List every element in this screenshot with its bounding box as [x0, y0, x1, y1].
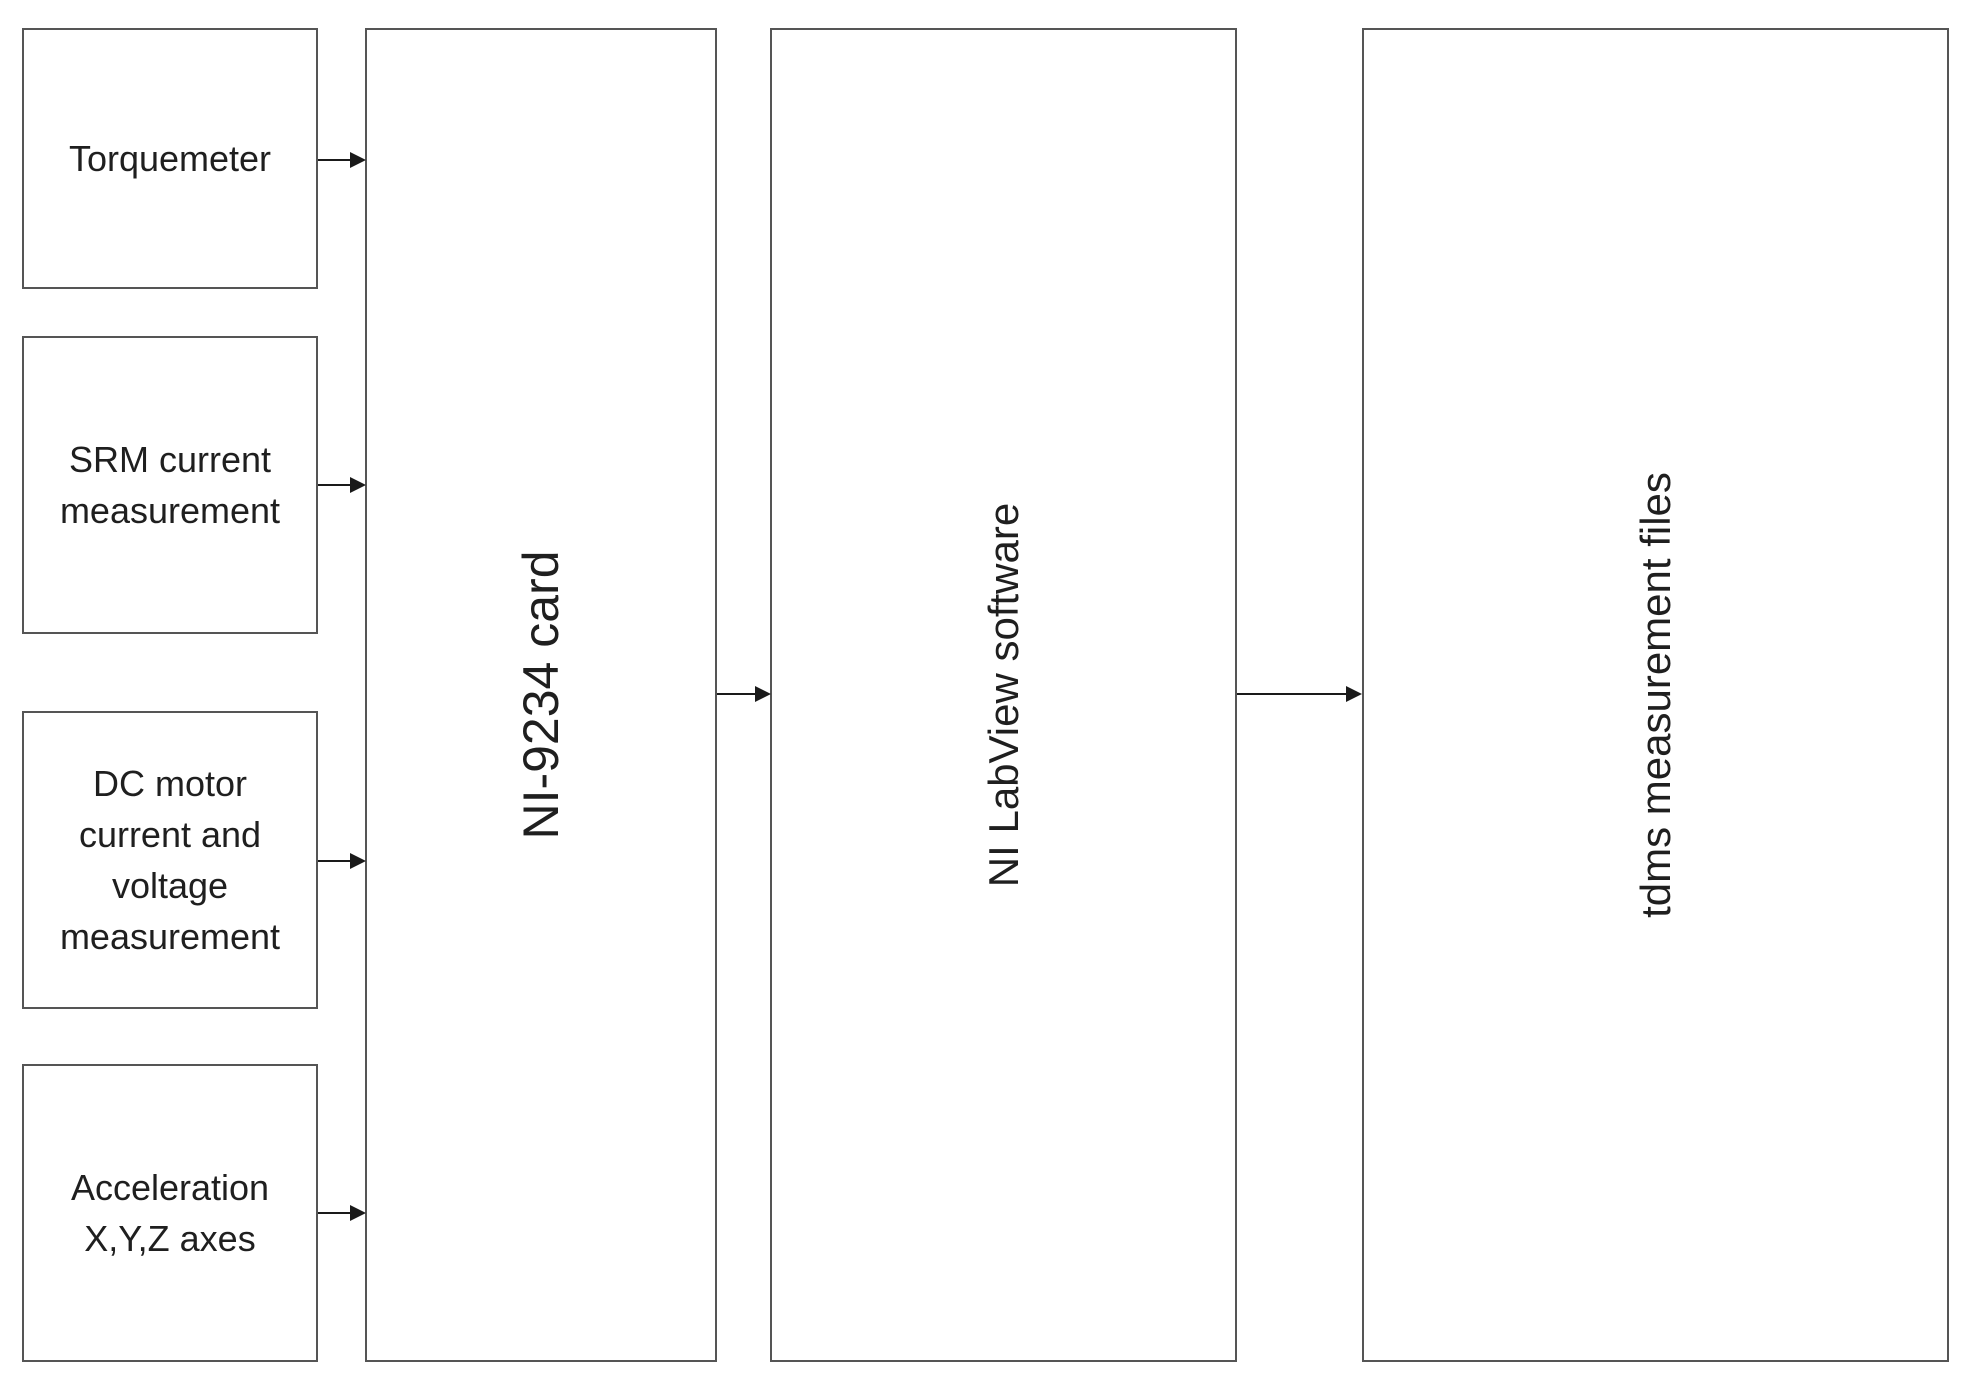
- node-acceleration: Acceleration X,Y,Z axes: [22, 1064, 318, 1362]
- node-srm-current: SRM current measurement: [22, 336, 318, 634]
- node-label: SRM current measurement: [59, 439, 281, 531]
- edge-ni-card-to-labview: [717, 686, 771, 702]
- node-label: Acceleration X,Y,Z axes: [70, 1167, 270, 1259]
- node-ni-card: NI-9234 card: [365, 28, 717, 1362]
- node-dc-motor: DC motor current and voltage measurement: [22, 711, 318, 1009]
- edge-dc-motor-to-ni-card: [318, 853, 366, 869]
- node-label: DC motor current and voltage measurement: [59, 763, 281, 957]
- node-torquemeter: Torquemeter: [22, 28, 318, 289]
- edge-acceleration-to-ni-card: [318, 1205, 366, 1221]
- edge-labview-to-tdms: [1237, 686, 1362, 702]
- edge-srm-current-to-ni-card: [318, 477, 366, 493]
- node-tdms: tdms measurement files: [1362, 28, 1949, 1362]
- edge-torquemeter-to-ni-card: [318, 152, 366, 168]
- node-labview: NI LabView software: [770, 28, 1237, 1362]
- node-label: Torquemeter: [68, 138, 272, 179]
